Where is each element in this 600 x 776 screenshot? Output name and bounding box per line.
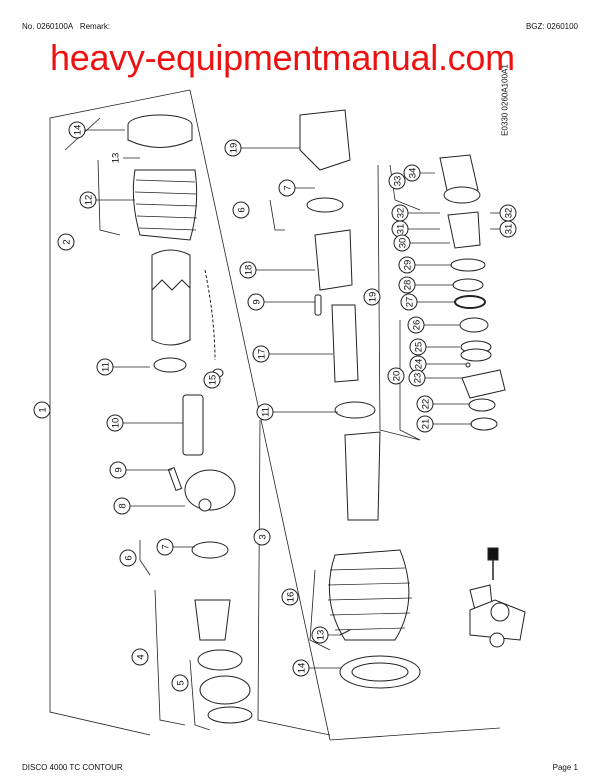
callout-circle: [278, 179, 296, 197]
callout-number: 21: [421, 419, 432, 430]
callout-number: 23: [413, 373, 424, 384]
callout-circle: [113, 497, 131, 515]
callout-number: 1: [38, 407, 49, 412]
callout-circle: [409, 338, 427, 356]
document-number: No. 0260100A Remark:: [22, 22, 110, 31]
callout-number: 30: [398, 238, 409, 249]
page-number: Page 1: [552, 763, 578, 772]
callout-circle: [79, 191, 97, 209]
callout-circle: [403, 164, 421, 182]
callout-number: 20: [392, 371, 403, 382]
callout-number: 18: [244, 265, 255, 276]
callout-circle: [407, 316, 425, 334]
callout-number: 34: [408, 168, 419, 179]
callout-circle: [156, 538, 174, 556]
callout-number: 12: [84, 195, 95, 206]
callout-number: 32: [396, 208, 407, 219]
callout-number: 11: [101, 362, 112, 372]
callout-circle: [119, 549, 137, 567]
callout-number: 29: [403, 260, 414, 271]
callout-number: 25: [414, 342, 425, 353]
callout-number: 2: [62, 239, 73, 244]
callout-circle: [416, 395, 434, 413]
callout-circle: [363, 288, 381, 306]
part-number: No. 0260100A: [22, 22, 74, 31]
callout-number: 16: [286, 592, 297, 603]
callout-number: 22: [421, 399, 432, 410]
callout-number: 33: [393, 176, 404, 187]
middle-shaft-parts: [299, 109, 421, 689]
callout-number: 3: [258, 534, 269, 539]
callout-number: 4: [136, 654, 147, 659]
callout-number: 13: [111, 153, 122, 164]
callout-number: 7: [283, 185, 294, 190]
callout-circle: [253, 528, 271, 546]
callout-number: 14: [297, 663, 308, 674]
callout-number: 26: [412, 320, 423, 331]
callout-number: 6: [124, 555, 135, 560]
model-name: DISCO 4000 TC CONTOUR: [22, 763, 123, 772]
callout-circle: [131, 648, 149, 666]
watermark: heavy-equipmentmanual.com: [50, 37, 515, 78]
callout-circle: [281, 588, 299, 606]
callout-number: 15: [208, 375, 219, 386]
callout-number: 6: [237, 207, 248, 212]
callout-circle: [416, 415, 434, 433]
callout-number: 32: [504, 208, 515, 219]
bgz-number: BGZ: 0260100: [525, 22, 578, 31]
callout-circle: [400, 293, 418, 311]
callout-circle: [256, 403, 274, 421]
callout-circle: [252, 345, 270, 363]
callout-number: 8: [118, 503, 129, 508]
right-shaft-parts: [439, 154, 506, 431]
callout-number: 19: [229, 143, 240, 154]
callout-circle: [398, 276, 416, 294]
callout-number: 31: [396, 224, 407, 235]
callout-circle: [109, 461, 127, 479]
callout-circle: [68, 121, 86, 139]
callout-circle: [57, 233, 75, 251]
callout-number: 27: [405, 297, 416, 308]
callout-number: 5: [176, 680, 187, 685]
callout-circle: [292, 659, 310, 677]
callout-circle: [106, 414, 124, 432]
callout-circle: [408, 369, 426, 387]
callout-number: 14: [73, 125, 84, 136]
callout-circle: [171, 674, 189, 692]
callout-layer: 14 13 12 2 11 15 1 10 9 8 7 6 4 5 19 7 6 18 9 17 11 3 16 13 14 33…: [33, 121, 517, 692]
callout-circle: [33, 401, 51, 419]
callout-number: 7: [161, 544, 172, 549]
remark-label: Remark:: [79, 22, 111, 31]
callout-number: 11: [261, 407, 272, 417]
callout-circle: [96, 358, 114, 376]
callout-number: 17: [257, 349, 268, 360]
callout-number: 19: [368, 292, 379, 303]
callout-circle: [398, 256, 416, 274]
callout-circle: [224, 139, 242, 157]
left-shaft-parts: [127, 114, 253, 724]
callout-number: 9: [114, 467, 125, 472]
callout-number: 10: [111, 418, 122, 429]
callout-circle: [239, 261, 257, 279]
callout-circle: [311, 626, 329, 644]
callout-circle: [387, 367, 405, 385]
callout-number: 31: [504, 224, 515, 235]
callout-circle: [393, 234, 411, 252]
callout-circle: [499, 220, 517, 238]
callout-circle: [203, 371, 221, 389]
callout-number: 28: [403, 280, 414, 291]
callout-circle: [232, 201, 250, 219]
callout-number: 9: [252, 299, 263, 304]
callout-circle: [247, 293, 265, 311]
callout-circle: [388, 172, 406, 190]
tractor-pto-icon: [469, 547, 526, 648]
callout-number: 13: [316, 630, 327, 641]
callout-number: 24: [414, 359, 425, 370]
